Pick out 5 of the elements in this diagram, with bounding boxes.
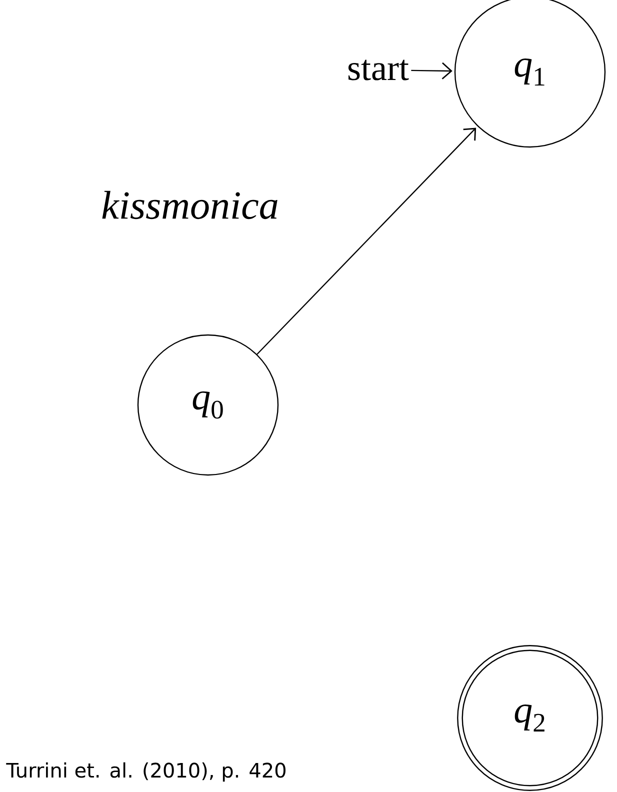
- arrow: [256, 128, 476, 355]
- arrow: [411, 62, 452, 80]
- start-label: start: [348, 60, 409, 80]
- caption: Turrini et. al. (2010), p. 420: [6, 762, 286, 782]
- edge-label: kissmonica: [102, 190, 278, 220]
